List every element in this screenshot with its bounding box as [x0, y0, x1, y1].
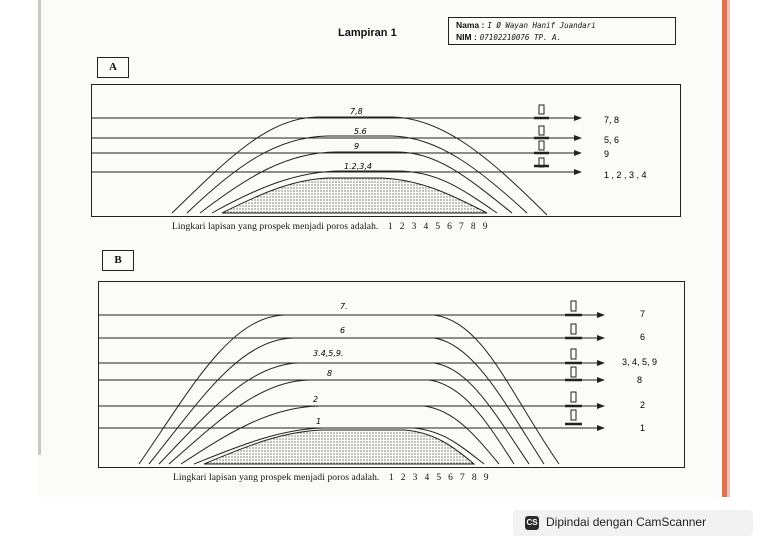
curve-label: 7. — [340, 302, 348, 311]
option-5[interactable]: 5 — [436, 473, 442, 483]
name-label: Nama : — [456, 20, 485, 30]
layer-label: 1 — [640, 423, 645, 433]
well-icon — [534, 157, 549, 168]
well-icon — [565, 366, 582, 382]
nim-label: NIM : — [456, 32, 477, 42]
nim-row: NIM :07102210076 TP. A. — [456, 32, 561, 42]
name-value: I Ø Wayan Hanif Juandari — [487, 21, 596, 30]
curve-label: 9 — [354, 142, 359, 151]
well-icon — [565, 409, 582, 426]
option-6[interactable]: 6 — [448, 473, 454, 483]
section-b-diagram: 7. 6 3.4,5,9. 8 2 1 7 6 3, 4, 5, 9 8 2 1 — [98, 281, 685, 468]
question-text: Lingkari lapisan yang prospek menjadi po… — [172, 222, 379, 232]
option-3[interactable]: 3 — [411, 222, 417, 232]
well-symbols — [534, 104, 549, 168]
margin-stripe — [722, 0, 727, 497]
well-icon — [565, 348, 582, 365]
well-icon — [534, 140, 549, 155]
option-4[interactable]: 4 — [424, 473, 430, 483]
watermark-text: Dipindai dengan CamScanner — [546, 515, 707, 529]
well-icon — [534, 104, 549, 120]
well-symbols — [565, 300, 582, 426]
option-7[interactable]: 7 — [460, 473, 465, 483]
option-8[interactable]: 8 — [471, 473, 477, 483]
curve-label: 1 — [316, 417, 321, 426]
arrowheads — [574, 115, 582, 175]
identity-box: Nama :I Ø Wayan Hanif Juandari NIM :0710… — [448, 17, 676, 45]
section-b-label: B — [102, 250, 134, 271]
camscanner-logo-icon: CS — [525, 516, 539, 530]
page-edge-shadow — [38, 0, 41, 455]
well-icon — [565, 323, 582, 340]
arrowheads — [597, 312, 605, 431]
option-2[interactable]: 2 — [399, 222, 405, 232]
layer-label: 7, 8 — [604, 115, 619, 125]
option-1[interactable]: 1 — [388, 473, 394, 483]
section-a-label: A — [97, 57, 129, 78]
layer-label: 6 — [640, 332, 645, 342]
dotted-core — [203, 429, 476, 465]
curve-label: 5.6 — [354, 127, 367, 136]
option-4[interactable]: 4 — [423, 222, 429, 232]
layer-label: 7 — [640, 309, 645, 319]
margin-stripe-light — [727, 0, 730, 497]
layer-label: 8 — [637, 375, 642, 385]
option-8[interactable]: 8 — [470, 222, 476, 232]
option-1[interactable]: 1 — [387, 222, 393, 232]
layer-label: 2 — [640, 400, 645, 410]
section-a-question: Lingkari lapisan yang prospek menjadi po… — [172, 222, 488, 232]
option-7[interactable]: 7 — [459, 222, 464, 232]
curve-label: 2 — [313, 395, 318, 404]
question-text: Lingkari lapisan yang prospek menjadi po… — [173, 473, 380, 483]
page-title: Lampiran 1 — [338, 27, 397, 39]
section-a-diagram: 7,8 5.6 9 1.2,3,4 7, 8 5, 6 9 1 , 2 , 3 … — [91, 84, 681, 217]
option-9[interactable]: 9 — [483, 473, 489, 483]
option-5[interactable]: 5 — [435, 222, 441, 232]
curve-label: 3.4,5,9. — [313, 349, 344, 358]
name-row: Nama :I Ø Wayan Hanif Juandari — [456, 20, 596, 30]
camscanner-watermark: CS Dipindai dengan CamScanner — [513, 510, 753, 536]
curve-label: 6 — [340, 326, 345, 335]
section-a-figure: 7,8 5.6 9 1.2,3,4 7, 8 5, 6 9 1 , 2 , 3 … — [92, 104, 647, 216]
anticline-curves — [138, 314, 560, 465]
anticline-curves — [171, 116, 548, 216]
well-icon — [565, 391, 582, 408]
option-3[interactable]: 3 — [412, 473, 418, 483]
curve-label: 1.2,3,4 — [344, 162, 372, 171]
section-b-question: Lingkari lapisan yang prospek menjadi po… — [173, 473, 489, 483]
option-2[interactable]: 2 — [400, 473, 406, 483]
layer-label: 9 — [604, 149, 609, 159]
dotted-core — [221, 177, 488, 214]
layer-label: 3, 4, 5, 9 — [622, 357, 657, 367]
layer-label: 1 , 2 , 3 , 4 — [604, 170, 647, 180]
layer-lines — [92, 117, 574, 173]
well-icon — [534, 125, 549, 140]
option-6[interactable]: 6 — [447, 222, 453, 232]
section-b-figure: 7. 6 3.4,5,9. 8 2 1 7 6 3, 4, 5, 9 8 2 1 — [99, 300, 657, 465]
curve-label: 8 — [327, 369, 332, 378]
curve-label: 7,8 — [350, 107, 363, 116]
nim-value: 07102210076 TP. A. — [479, 33, 562, 42]
well-icon — [565, 300, 582, 317]
layer-lines — [99, 314, 597, 429]
option-9[interactable]: 9 — [482, 222, 488, 232]
layer-label: 5, 6 — [604, 135, 619, 145]
